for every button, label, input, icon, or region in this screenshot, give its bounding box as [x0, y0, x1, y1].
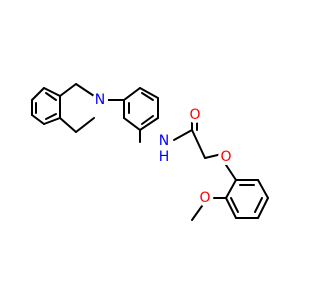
bond — [191, 129, 206, 159]
bond — [45, 113, 57, 120]
bond — [257, 197, 269, 219]
bond — [230, 197, 239, 213]
bond — [123, 87, 141, 101]
bond-layer — [31, 83, 269, 221]
bond — [31, 87, 45, 101]
structure-canvas: N N H O O O — [31, 83, 269, 221]
bond — [173, 129, 193, 141]
atom-background — [92, 92, 108, 108]
bond — [254, 197, 263, 213]
bond — [225, 197, 237, 219]
atom-label-n-amide: N — [159, 133, 169, 149]
atom-background — [155, 133, 171, 149]
atom-label-layer: N N H O O O — [92, 92, 234, 206]
atom-label-n: N — [95, 92, 105, 108]
bond — [31, 114, 45, 125]
bond — [59, 83, 77, 97]
bond — [141, 92, 154, 101]
atom-label-o-ether: O — [220, 149, 231, 165]
bond — [123, 117, 141, 131]
bond — [75, 117, 95, 133]
bond — [43, 87, 61, 97]
bond — [225, 179, 237, 199]
atom-label-o-carbonyl: O — [189, 107, 200, 123]
atom-label-h: H — [159, 149, 170, 165]
atom-label-o-methoxy: O — [199, 190, 210, 206]
atom-background — [218, 149, 234, 165]
atom-background — [187, 107, 203, 123]
atom-background — [197, 190, 213, 206]
bond — [139, 117, 159, 131]
bond — [45, 92, 57, 101]
bond — [75, 83, 95, 97]
bond — [191, 205, 203, 221]
molecule-diagram: N N H O O O — [31, 83, 269, 221]
bond — [141, 115, 154, 125]
bond — [225, 164, 237, 181]
bond — [59, 117, 77, 133]
bond — [43, 117, 61, 125]
bond — [139, 87, 159, 99]
bond — [257, 179, 269, 199]
